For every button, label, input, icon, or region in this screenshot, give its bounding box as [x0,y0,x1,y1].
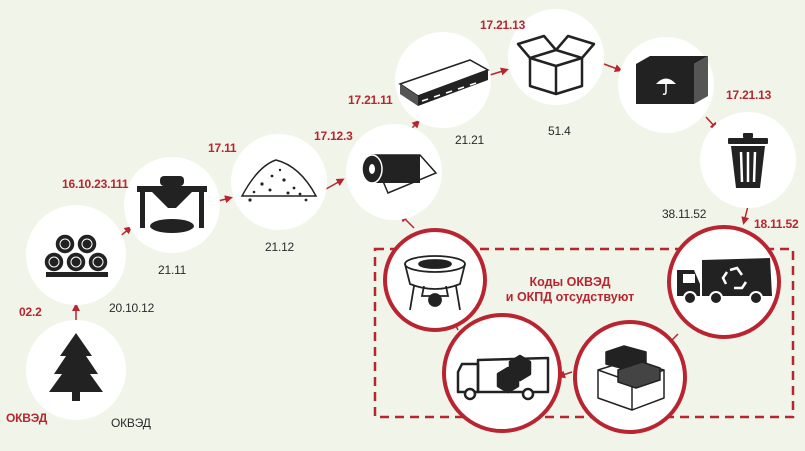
node-paper-roll [346,124,442,220]
cardboard-sheet-icon [398,59,490,106]
dashed-region [373,247,795,419]
tree-icon [49,333,103,401]
label-code-02-2: 02.2 [19,305,42,319]
recycling-truck-icon [677,258,772,305]
package-box-icon [636,56,708,104]
label-code-17-12-3: 17.12.3 [314,129,353,143]
node-chipper [124,157,220,253]
node-open-box [508,9,604,105]
node-logs [26,205,126,305]
label-code-18-11-52: 18.11.52 [754,217,799,231]
paper-roll-icon [361,154,438,194]
node-cardboard-sheet [395,32,491,128]
arrow-pulp-to-roll [325,178,345,190]
node-box-stack [573,320,687,434]
chipper-icon [137,176,207,233]
arrow-boxes-to-delivery [557,370,573,379]
label-okved-right: ОКВЭД [111,416,151,430]
label-code-21-11: 21.11 [158,263,187,277]
arrow-sheet-to-openbox [489,67,509,76]
node-recycling-truck [667,225,781,339]
trash-bin-icon [728,133,768,188]
logs-icon [43,233,109,277]
pulper-machine-icon [404,255,466,311]
pulp-pile-icon [240,159,318,202]
label-code-20-10-12: 20.10.12 [109,301,155,315]
node-tree [26,320,126,420]
label-code-17-11: 17.11 [208,141,237,155]
label-code-51-4: 51.4 [548,124,571,138]
label-okved-left: ОКВЭД [6,411,48,425]
arrow-trash-to-truck [741,205,750,225]
label-code-38-11-52: 38.11.52 [662,207,707,221]
node-pulp [231,134,327,230]
region-note-line2: и ОКПД отсудствуют [505,290,635,304]
node-delivery-truck [442,313,562,433]
label-code-21-21: 21.21 [455,133,485,147]
arrow-openbox-to-package [603,63,623,72]
label-code-17-21-13-top: 17.21.13 [480,18,526,32]
open-box-icon [516,34,596,96]
label-code-17-21-13-right: 17.21.13 [726,88,772,102]
node-package [618,37,714,133]
region-note-line1: Коды ОКВЭД [529,275,611,289]
label-code-16-10-23-111: 16.10.23.111 [62,177,129,191]
label-code-21-12: 21.12 [265,240,295,254]
node-trash [700,112,796,208]
region-note: Коды ОКВЭД и ОКПД отсудствуют [470,275,670,305]
box-stack-icon [597,345,665,411]
node-pulper [383,228,487,332]
delivery-truck-icon [456,354,550,401]
label-code-17-21-11: 17.21.11 [348,93,393,107]
